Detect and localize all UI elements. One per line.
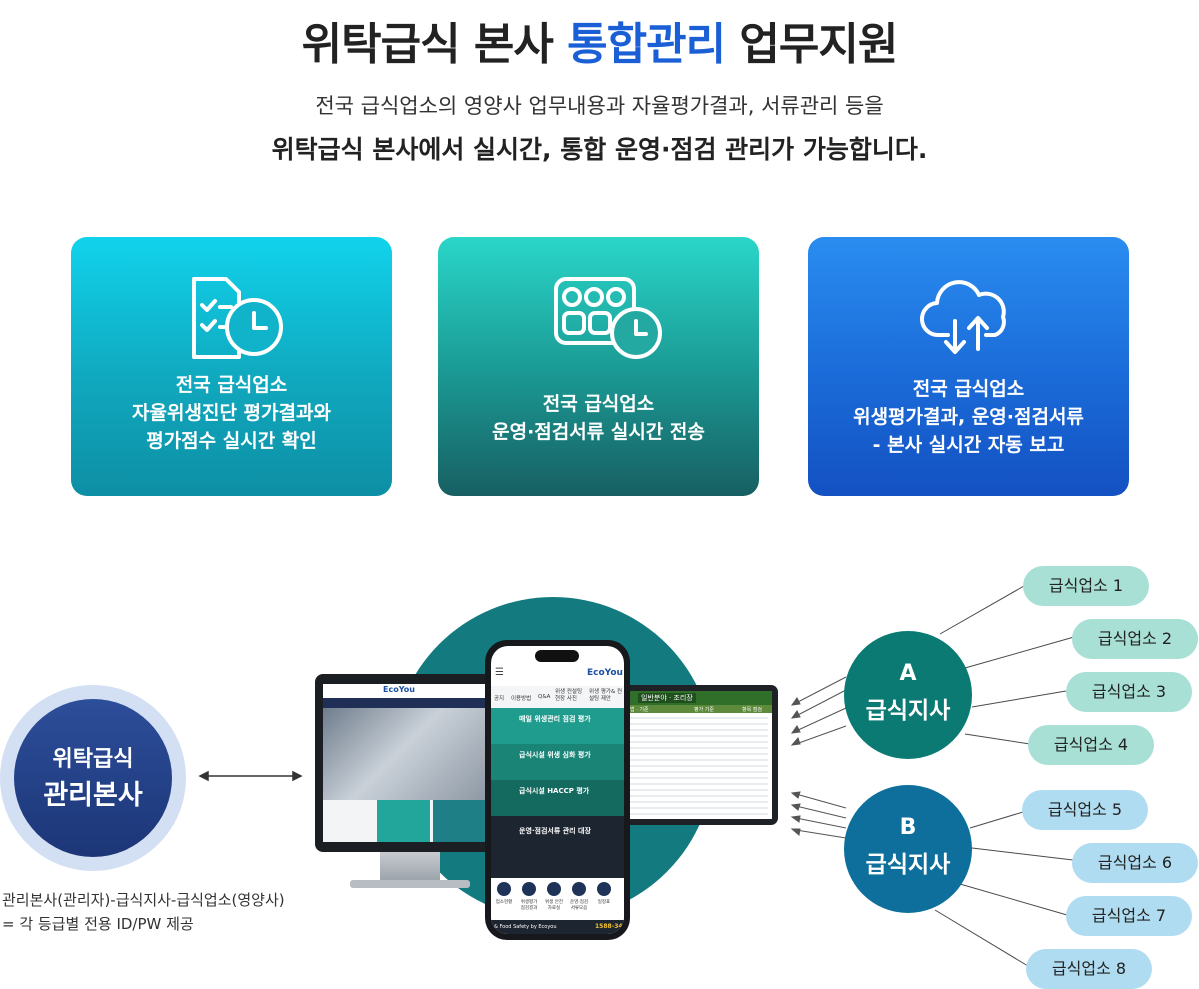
branch-b-circle: B 급식지사 (844, 785, 972, 913)
tablet-device: 일반분야 · 조리장 법 · 기준 평가 기준 항목 점검 (616, 685, 778, 825)
subtitle-line2: 위탁급식 본사에서 실시간, 통합 운영·점검 관리가 가능합니다. (271, 135, 928, 164)
phone-nav: 공지 이용방법 Q&A 위생 컨설팅 현장 사진 위생 평가& 컨설팅 제안 (491, 686, 624, 708)
site-pill-1: 급식업소 1 (1023, 566, 1149, 606)
phone-icon-docs[interactable] (572, 882, 586, 896)
phone-nav-howto[interactable]: 이용방법 (511, 696, 532, 702)
title-prefix: 위탁급식 본사 (301, 19, 568, 70)
smartphone-device: ☰ EcoYou 공지 이용방법 Q&A 위생 컨설팅 현장 사진 위생 평가&… (485, 640, 630, 940)
monitor-base (350, 880, 470, 888)
phone-icon-label-4: 운영·점검 서류모음 (570, 900, 588, 911)
phone-icon-stores[interactable] (497, 882, 511, 896)
menu-icon[interactable]: ☰ (495, 667, 504, 678)
phone-screen: ☰ EcoYou 공지 이용방법 Q&A 위생 컨설팅 현장 사진 위생 평가&… (491, 646, 624, 934)
branch-b-letter: B (899, 815, 917, 840)
site-pill-3: 급식업소 3 (1066, 672, 1192, 712)
phone-footer: & Food Safety by Ecoyou 1588-34 (491, 920, 624, 934)
phone-menu-haccp[interactable]: 급식시설 HACCP 평가 (491, 780, 624, 816)
phone-nav-qna[interactable]: Q&A (538, 694, 551, 700)
feature-card-evaluation: 전국 급식업소 자율위생진단 평가결과와 평가점수 실시간 확인 (71, 237, 392, 496)
phone-menu-daily-title: 매일 위생관리 점검 평가 (519, 715, 591, 723)
phone-menu-daily[interactable]: 매일 위생관리 점검 평가 (491, 708, 624, 744)
checklist-clock-icon (71, 275, 392, 365)
hq-circle: 위탁급식 관리본사 (14, 699, 172, 857)
card1-line1: 전국 급식업소 (175, 374, 288, 396)
cloud-sync-icon (808, 275, 1129, 365)
phone-nav-photos[interactable]: 위생 컨설팅 현장 사진 (555, 689, 583, 702)
phone-footer-phone: 1588-34 (595, 923, 623, 930)
card3-line2: 위생평가결과, 운영·점검서류 (853, 406, 1084, 428)
hq-note-line2: = 각 등급별 전용 ID/PW 제공 (2, 915, 194, 933)
site-pill-6: 급식업소 6 (1072, 843, 1198, 883)
site-pill-7: 급식업소 7 (1066, 896, 1192, 936)
card2-line2: 운영·점검서류 실시간 전송 (492, 421, 705, 443)
arrow-head-right (292, 770, 303, 782)
desktop-monitor: EcoYou (315, 674, 505, 852)
phone-icon-library[interactable] (547, 882, 561, 896)
phone-menu-documents[interactable]: 운영·점검서류 관리 대장 (491, 816, 624, 878)
card3-line3: - 본사 실시간 자동 보고 (872, 434, 1065, 456)
branch-b-label: 급식지사 (865, 852, 951, 878)
monitor-brand: EcoYou (383, 685, 415, 694)
phone-icon-label-3: 위생 안전 자료실 (545, 900, 563, 911)
phone-menu-advanced[interactable]: 급식시설 위생 심화 평가 (491, 744, 624, 780)
hq-line1: 위탁급식 (52, 747, 134, 772)
site-pill-2: 급식업소 2 (1072, 619, 1198, 659)
monitor-tile-2 (433, 800, 486, 842)
monitor-stand (380, 852, 440, 882)
monitor-hero-image (323, 708, 497, 800)
title-highlight: 통합관리 (567, 19, 726, 70)
phone-brand: EcoYou (587, 668, 623, 678)
phone-icon-label-2: 위생평가 점검결과 (520, 900, 538, 911)
site-pill-8: 급식업소 8 (1026, 949, 1152, 989)
phone-icon-label-1: 업소현황 (495, 900, 513, 905)
tablet-col-1: 법 · 기준 (630, 707, 649, 713)
tablet-tab-label: 일반분야 · 조리장 (638, 693, 696, 703)
feature-card-documents: 전국 급식업소 운영·점검서류 실시간 전송 (438, 237, 759, 496)
site-pill-4: 급식업소 4 (1028, 725, 1154, 765)
hq-line2: 관리본사 (43, 780, 143, 811)
card2-line1: 전국 급식업소 (542, 393, 655, 415)
hq-note: 관리본사(관리자)-급식지사-급식업소(영양사) = 각 등급별 전용 ID/P… (2, 888, 285, 936)
phone-icon-calendar[interactable] (597, 882, 611, 896)
tablet-header-bar: 일반분야 · 조리장 (622, 691, 772, 705)
monitor-nav (323, 698, 497, 708)
tablet-table-body (626, 717, 768, 815)
card1-line3: 평가점수 실시간 확인 (146, 430, 317, 452)
branch-a-circle: A 급식지사 (844, 631, 972, 759)
monitor-tile-1 (377, 800, 430, 842)
title-suffix: 업무지원 (725, 19, 898, 70)
phone-nav-notice[interactable]: 공지 (494, 696, 505, 702)
phone-menu-advanced-title: 급식시설 위생 심화 평가 (519, 751, 591, 759)
phone-menu-haccp-title: 급식시설 HACCP 평가 (519, 787, 590, 795)
subtitle-line1: 전국 급식업소의 영양사 업무내용과 자율평가결과, 서류관리 등을 (315, 94, 884, 118)
card3-line1: 전국 급식업소 (912, 378, 1025, 400)
phone-menu-documents-title: 운영·점검서류 관리 대장 (519, 827, 591, 835)
branch-a-label: 급식지사 (865, 698, 951, 724)
monitor-screen: EcoYou (323, 684, 497, 842)
phone-bottom-icons: 업소현황 위생평가 점검결과 위생 안전 자료실 운영·점검 서류모음 일정표 (491, 878, 624, 920)
branch-a-letter: A (899, 661, 917, 686)
hq-note-line1: 관리본사(관리자)-급식지사-급식업소(영양사) (2, 891, 285, 909)
tablet-col-3: 항목 점검 (742, 707, 762, 713)
phone-nav-consulting[interactable]: 위생 평가& 컨설팅 제안 (589, 689, 623, 702)
site-pill-5: 급식업소 5 (1022, 790, 1148, 830)
tablet-col-2: 평가 기준 (694, 707, 714, 713)
phone-footer-text: & Food Safety by Ecoyou (494, 924, 557, 930)
page-title: 위탁급식 본사 통합관리 업무지원 (0, 8, 1199, 72)
phone-icon-label-5: 일정표 (597, 900, 611, 905)
phone-notch (535, 650, 579, 662)
tray-clock-icon (438, 275, 759, 365)
arrow-head-left (198, 770, 209, 782)
phone-icon-results[interactable] (522, 882, 536, 896)
card1-line2: 자율위생진단 평가결과와 (132, 402, 331, 424)
phone-topbar: ☰ EcoYou (491, 664, 624, 684)
monitor-topbar: EcoYou (323, 684, 497, 699)
tablet-screen: 일반분야 · 조리장 법 · 기준 평가 기준 항목 점검 (622, 691, 772, 819)
feature-card-report: 전국 급식업소 위생평가결과, 운영·점검서류 - 본사 실시간 자동 보고 (808, 237, 1129, 496)
tablet-table-header: 법 · 기준 평가 기준 항목 점검 (622, 705, 772, 713)
